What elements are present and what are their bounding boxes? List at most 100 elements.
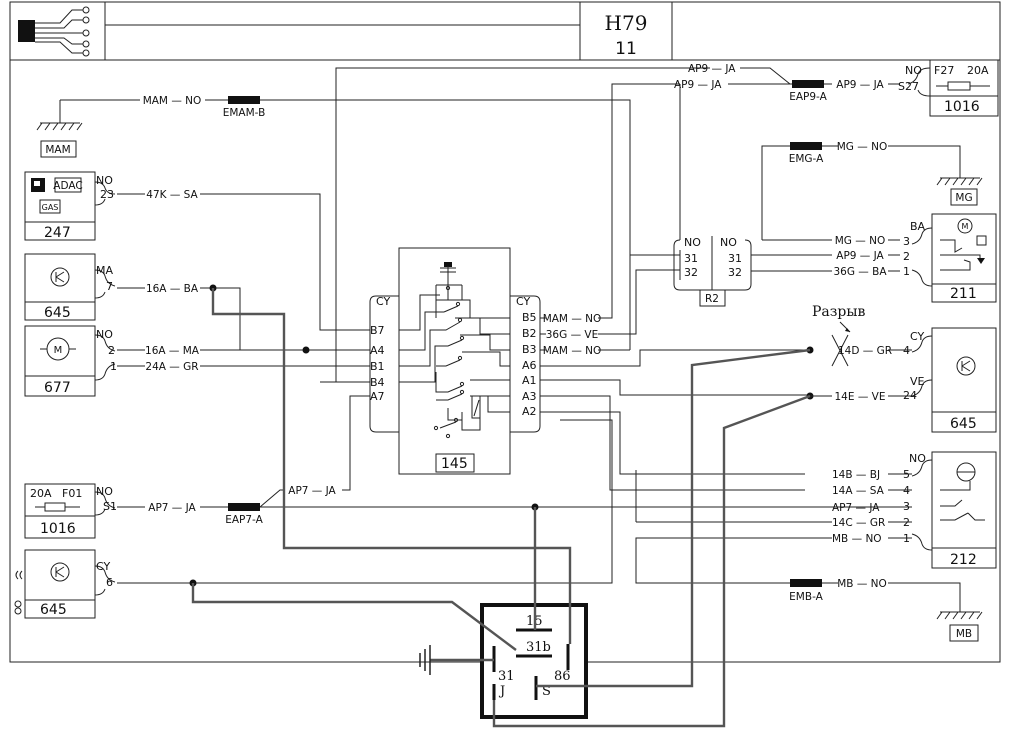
sensor-icon xyxy=(50,267,70,287)
component-id: R2 xyxy=(705,293,719,305)
wire-label: 14A — SA xyxy=(832,485,885,497)
component-id: 645 xyxy=(40,602,67,618)
connector-r2: NO NO 31 31 32 32 R2 xyxy=(673,236,752,307)
wire-label: AP7 — JA xyxy=(832,502,880,514)
pin-label: VE xyxy=(910,375,925,388)
pin-label: B3 xyxy=(522,343,537,356)
motor-relay-icon: M xyxy=(940,218,987,271)
pin-label: A3 xyxy=(522,390,537,403)
pin-label: NO xyxy=(720,236,737,249)
pin-label: MA xyxy=(96,264,113,277)
wire-label: 14D — GR xyxy=(838,345,892,357)
wire-label: MG — NO xyxy=(837,141,888,153)
pin-label: B5 xyxy=(522,311,537,324)
component-145 xyxy=(398,247,511,475)
gas-icon-label: GAS xyxy=(42,203,59,212)
pin-label: A4 xyxy=(370,344,385,357)
pin-label: B4 xyxy=(370,376,385,389)
wire-label: AP7 — JA xyxy=(288,485,336,497)
pin-label: B2 xyxy=(522,327,537,340)
component-211 xyxy=(931,213,997,303)
pin-label: NO xyxy=(909,452,926,465)
splice-label: EAP7-A xyxy=(225,514,263,526)
relay-pin-label: 31 xyxy=(498,669,515,684)
pin-label: 31 xyxy=(728,252,742,265)
wire-label: AP9 — JA xyxy=(674,79,722,91)
pin-label: A2 xyxy=(522,405,537,418)
splice-label: EMB-A xyxy=(789,591,823,603)
pin-label: 6 xyxy=(106,576,113,589)
diagram-code: H79 xyxy=(605,11,648,35)
ground-mb: MB xyxy=(936,611,983,642)
wire-label: 16A — BA xyxy=(146,283,199,295)
component-id: 645 xyxy=(44,305,71,321)
wire-label: 16A — MA xyxy=(145,345,200,357)
wire-label: MG — NO xyxy=(835,235,886,247)
pin-label: CY xyxy=(910,330,924,343)
pin-label: B1 xyxy=(370,360,385,373)
relay-pin-label: 86 xyxy=(554,669,571,684)
pin-label: S1 xyxy=(103,500,117,513)
component-645-right xyxy=(931,327,997,433)
pin-label: 1 xyxy=(903,265,910,278)
motor-icon: M xyxy=(40,337,76,361)
switch-contacts xyxy=(399,262,510,439)
wire-label: MB — NO xyxy=(832,533,882,545)
horn-icon xyxy=(14,570,23,615)
pin-label: CY xyxy=(96,560,110,573)
diagram-sheet: 11 xyxy=(615,39,637,59)
splice-label: EMAM-B xyxy=(223,107,266,119)
ground-label: MB xyxy=(956,628,972,640)
fuse-name: F27 xyxy=(934,64,954,77)
pin-label: 7 xyxy=(106,280,113,293)
adac-icon-label: ADAC xyxy=(53,180,82,192)
splice-emg-a xyxy=(790,142,822,150)
ground-label: MAM xyxy=(45,144,70,156)
fuel-pump-icon xyxy=(31,178,45,192)
relay-pin-label: J xyxy=(498,684,505,699)
fuse-rating: 20A xyxy=(967,64,989,77)
wire-label: MAM — NO xyxy=(543,345,602,357)
pin-label: 3 xyxy=(903,500,910,513)
wire-label: AP9 — JA xyxy=(836,79,884,91)
component-645-bottom xyxy=(24,549,96,619)
pin-label: BA xyxy=(910,220,926,233)
pin-label: 2 xyxy=(903,250,910,263)
component-id: 1016 xyxy=(944,99,980,115)
pin-label: A1 xyxy=(522,374,537,387)
sensor-icon xyxy=(956,356,976,376)
pin-label: NO xyxy=(96,174,113,187)
wiper-motor-icon xyxy=(940,462,985,521)
splice-eap9-a xyxy=(792,80,824,88)
pin-label: 1 xyxy=(110,360,117,373)
pin-label: CY xyxy=(376,295,390,308)
component-id: 247 xyxy=(44,225,71,241)
ground-label: MG xyxy=(955,192,972,204)
wire-label: 14C — GR xyxy=(832,517,885,529)
wire-label: 36G — BA xyxy=(833,266,887,278)
component-id: 212 xyxy=(950,552,977,568)
pin-label: B7 xyxy=(370,324,385,337)
wire-label: 36G — VE xyxy=(546,329,599,341)
pin-label: 31 xyxy=(684,252,698,265)
component-id: 677 xyxy=(44,380,71,396)
fuse-icon xyxy=(35,502,80,512)
pin-label: 32 xyxy=(728,266,742,279)
relay-pin-label: S xyxy=(542,684,551,699)
wire-label: MB — NO xyxy=(837,578,887,590)
pin-label: 3 xyxy=(903,235,910,248)
pin-label: 2 xyxy=(108,344,115,357)
wire-label: AP7 — JA xyxy=(148,502,196,514)
splice-label: EAP9-A xyxy=(789,91,827,103)
pin-label: NO xyxy=(684,236,701,249)
svg-text:M: M xyxy=(962,222,969,231)
wire-label: 14B — BJ xyxy=(832,469,880,481)
fuse-name: F01 xyxy=(62,487,82,500)
pin-label: 32 xyxy=(684,266,698,279)
svg-text:M: M xyxy=(54,345,63,356)
relay-pin-label: 31b xyxy=(526,640,551,655)
pin-label: 23 xyxy=(100,188,114,201)
component-id: 145 xyxy=(441,456,468,472)
